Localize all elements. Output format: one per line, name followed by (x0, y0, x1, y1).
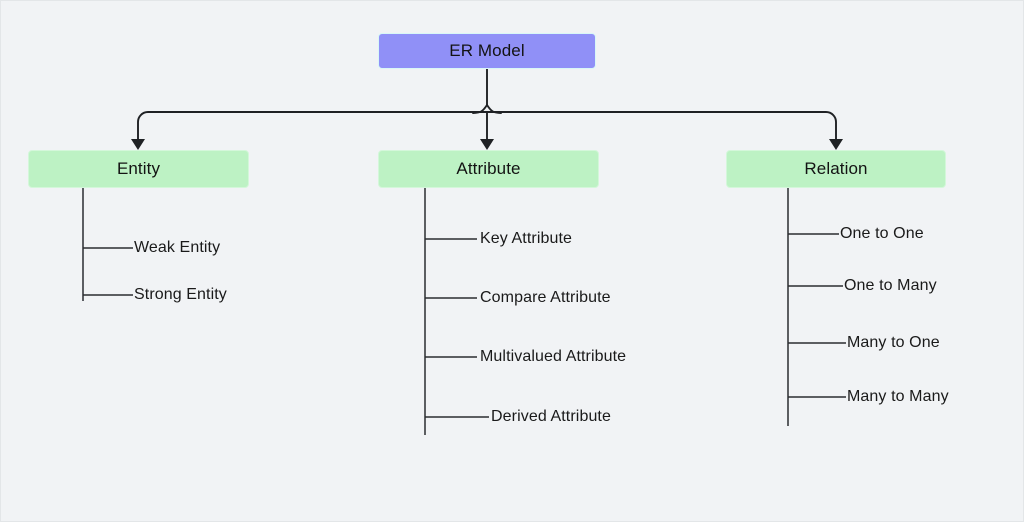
arrowhead-attribute (480, 139, 494, 150)
leaf-multivalued-attribute[interactable]: Multivalued Attribute (480, 348, 627, 365)
edge-bus-right (486, 111, 837, 142)
edge-bus-left (137, 111, 488, 142)
edge-bus-junction (472, 103, 502, 114)
node-attribute-label: Attribute (456, 159, 521, 178)
node-er-model-label: ER Model (449, 41, 525, 60)
node-er-model[interactable]: ER Model (378, 33, 596, 69)
leaf-many-to-one[interactable]: Many to One (847, 334, 940, 351)
edge-arrowheads (131, 139, 843, 150)
leaf-compare-attribute[interactable]: Compare Attribute (480, 289, 611, 306)
arrowhead-entity (131, 139, 145, 150)
node-relation-label: Relation (804, 159, 868, 178)
leaf-many-to-many[interactable]: Many to Many (847, 388, 949, 405)
leaf-weak-entity[interactable]: Weak Entity (134, 239, 221, 256)
node-entity-label: Entity (116, 159, 161, 178)
node-relation[interactable]: Relation (726, 150, 946, 188)
node-entity[interactable]: Entity (28, 150, 249, 188)
leaf-derived-attribute[interactable]: Derived Attribute (491, 408, 611, 425)
leaf-strong-entity[interactable]: Strong Entity (134, 286, 227, 303)
leaf-one-to-many[interactable]: One to Many (844, 277, 937, 294)
leaf-one-to-one[interactable]: One to One (840, 225, 924, 242)
node-attribute[interactable]: Attribute (378, 150, 599, 188)
leaf-key-attribute[interactable]: Key Attribute (480, 230, 573, 247)
arrowhead-relation (829, 139, 843, 150)
